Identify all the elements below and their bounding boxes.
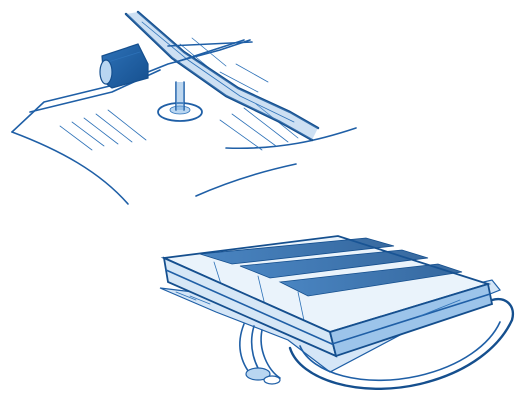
tube-loop	[288, 297, 515, 391]
sheet-lower-curve	[195, 163, 297, 197]
rail-strip-top	[124, 12, 314, 142]
fastener-post-fill	[176, 82, 184, 110]
block-front-layer-line	[165, 269, 333, 345]
tube-loop-inner	[299, 321, 501, 382]
fastener-post	[175, 81, 185, 111]
tube-clamp-end	[99, 59, 113, 85]
crossing-line-b	[175, 39, 245, 63]
rail-strip-inner	[141, 21, 295, 123]
tube-clamp-highlight	[107, 51, 141, 63]
base-hatching	[175, 291, 461, 317]
sheet-front-edge	[11, 131, 129, 205]
rail-strip-bottom	[136, 10, 320, 130]
fastener-washer-inner	[169, 105, 191, 115]
sheet-right-edge	[225, 127, 357, 150]
block-right-face	[328, 282, 494, 358]
rail-strip-fill	[126, 12, 318, 140]
block-right-layer-line	[331, 293, 491, 345]
block-stripes	[199, 237, 463, 331]
hanging-cables	[239, 323, 281, 385]
